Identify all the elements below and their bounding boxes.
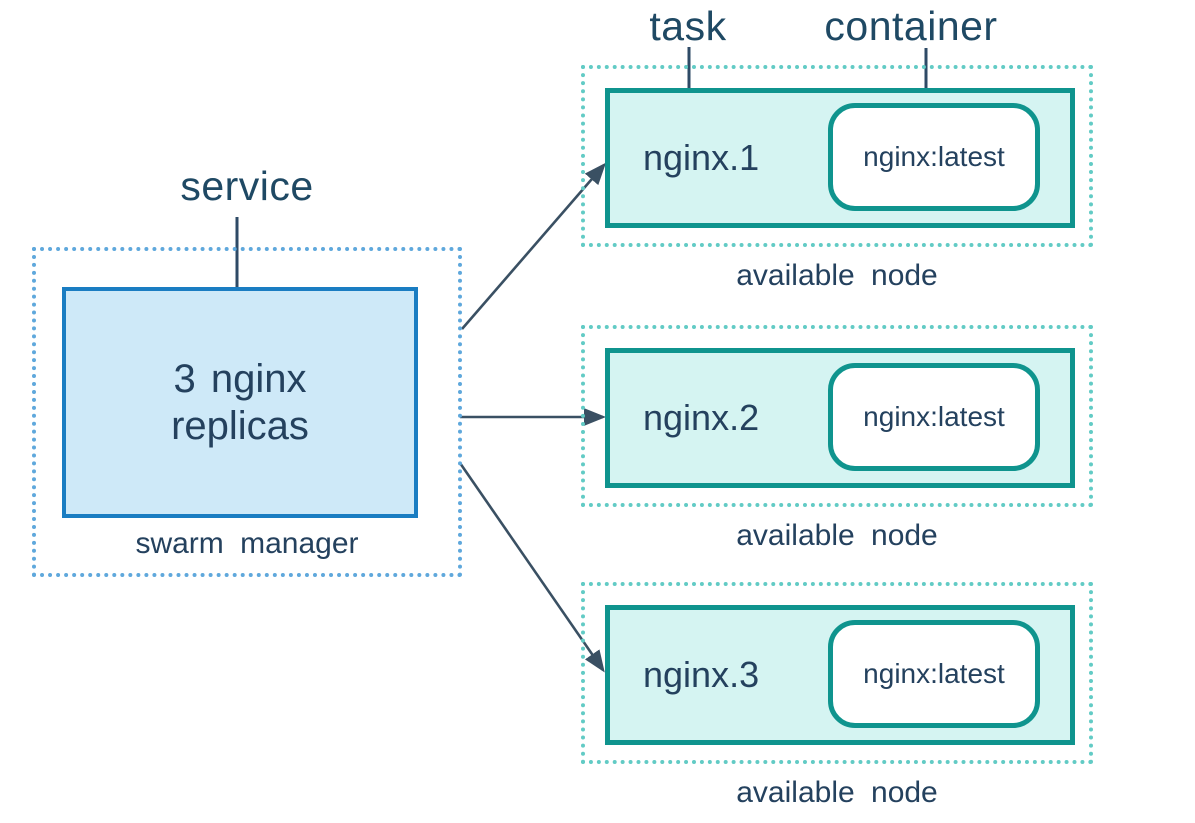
node-1-task-box: nginx.1 nginx:latest <box>605 88 1075 228</box>
node-1-caption: available node <box>736 259 938 292</box>
swarm-manager-caption: swarm manager <box>135 527 359 560</box>
node-1-container-box: nginx:latest <box>828 103 1040 211</box>
swarm-manager-boundary: 3 nginx replicas swarm manager <box>32 247 462 577</box>
node-1: nginx.1 nginx:latest available node <box>581 65 1093 305</box>
node-1-task-name-label: nginx.1 <box>643 137 760 178</box>
task-label: task <box>649 3 727 49</box>
node-2-container-image-label: nginx:latest <box>863 401 1005 432</box>
node-3-container-image-label: nginx:latest <box>863 658 1005 689</box>
node-3-caption: available node <box>736 776 938 809</box>
node-2: nginx.2 nginx:latest available node <box>581 325 1093 565</box>
node-1-container-image-label: nginx:latest <box>863 141 1005 172</box>
node-3-boundary: nginx.3 nginx:latest <box>581 582 1093 764</box>
node-2-boundary: nginx.2 nginx:latest <box>581 325 1093 507</box>
service-label: service <box>180 163 314 209</box>
node-2-container-box: nginx:latest <box>828 363 1040 471</box>
node-3: nginx.3 nginx:latest available node <box>581 582 1093 822</box>
node-3-task-box: nginx.3 nginx:latest <box>605 605 1075 745</box>
node-3-container-box: nginx:latest <box>828 620 1040 728</box>
node-2-caption: available node <box>736 519 938 552</box>
node-1-boundary: nginx.1 nginx:latest <box>581 65 1093 247</box>
node-3-task-name-label: nginx.3 <box>643 654 760 695</box>
node-2-task-name-label: nginx.2 <box>643 397 760 438</box>
service-box-label: 3 nginx replicas <box>171 356 309 448</box>
service-box: 3 nginx replicas <box>62 287 418 518</box>
node-2-task-box: nginx.2 nginx:latest <box>605 348 1075 488</box>
container-label: container <box>824 3 998 49</box>
